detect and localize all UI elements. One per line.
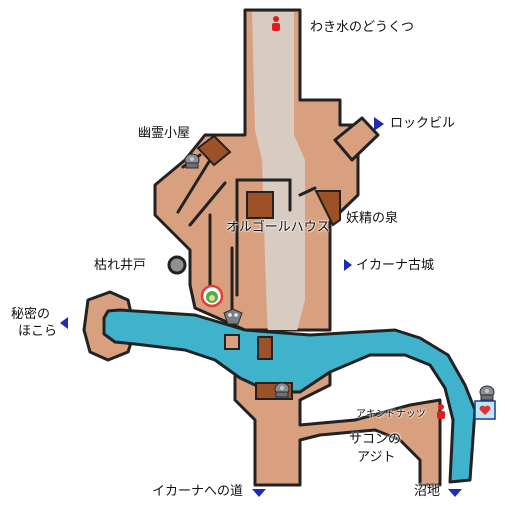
fairy-spring-building — [314, 190, 341, 227]
gossip-stone-icon — [184, 153, 200, 169]
dry-well-label: 枯れ井戸 — [94, 258, 147, 273]
gossip-stone-icon — [479, 385, 495, 401]
stone-path — [252, 12, 305, 330]
sakon-hideout-label-line2: アジト — [357, 450, 396, 465]
cave-label: わき水のどうくつ — [310, 20, 415, 35]
ikana-castle-label: イカーナ古城 — [356, 258, 435, 273]
tingle-icon — [200, 284, 224, 308]
person-marker-icon — [272, 16, 280, 31]
rock-building-path — [333, 116, 380, 162]
owl-statue-icon — [223, 308, 243, 325]
secret-grotto-arrow-icon — [60, 317, 68, 329]
rock-building-arrow-icon — [374, 117, 384, 131]
swamp-label: 沼地 — [414, 484, 441, 499]
gossip-stone-icon — [274, 382, 290, 398]
dock-block — [224, 334, 240, 350]
secret-grotto-label-line1: 秘密の — [11, 307, 51, 322]
person-marker-icon — [437, 404, 445, 419]
bridge-block — [257, 336, 273, 360]
road-to-ikana-label: イカーナへの道 — [152, 484, 244, 499]
swamp-arrow-icon — [448, 489, 462, 497]
sakon-hideout-label-line1: サコンの — [349, 432, 402, 447]
secret-grotto-label-line2: ほこら — [18, 324, 58, 339]
heart-piece-icon — [474, 400, 496, 420]
akindo-nuts-label: アキンドナッツ — [356, 409, 426, 420]
dry-well-icon — [167, 255, 187, 275]
rock-building-label: ロックビル — [390, 116, 456, 131]
orgol-house-building — [246, 191, 274, 219]
river — [102, 308, 477, 484]
orgol-house-label: オルゴールハウス — [226, 220, 330, 235]
ikana-castle-arrow-icon — [344, 259, 352, 271]
road-to-ikana-arrow-icon — [252, 489, 266, 497]
ghost-hut-building — [196, 134, 232, 167]
fairy-spring-label: 妖精の泉 — [346, 211, 399, 226]
ghost-hut-label: 幽霊小屋 — [138, 126, 191, 141]
